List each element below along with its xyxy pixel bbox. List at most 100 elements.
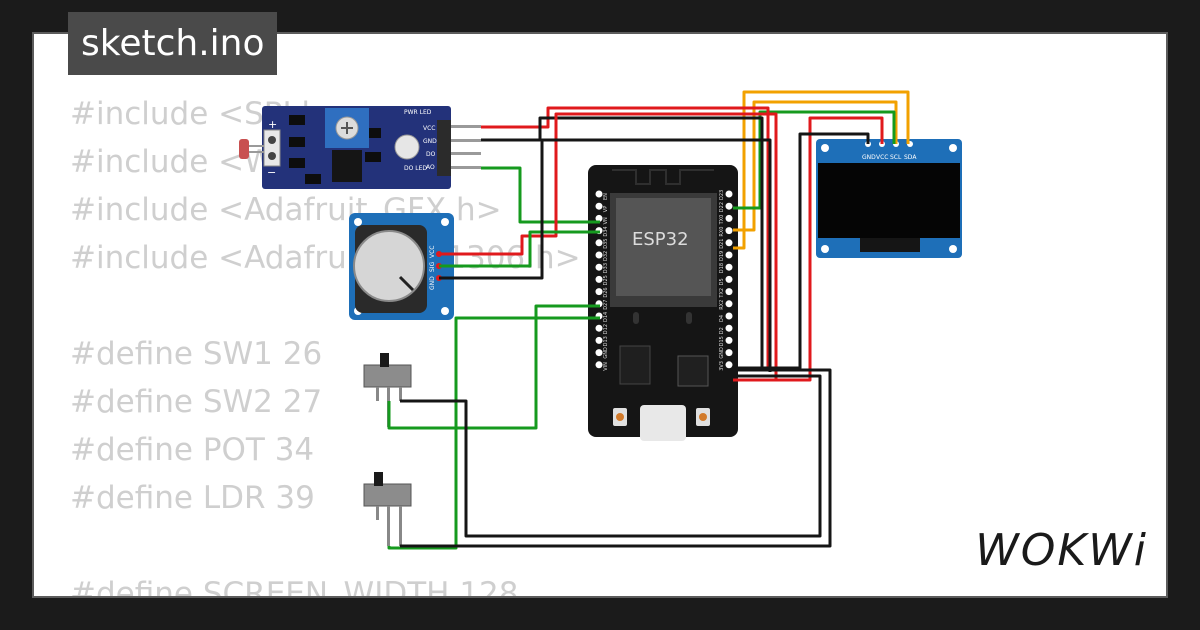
esp32-pin-label: D14: [603, 312, 609, 322]
esp32-pin-label: EN: [603, 193, 609, 200]
esp32-pin-label: D26: [603, 287, 609, 297]
esp32-pin-label: VP: [603, 206, 609, 212]
ldr-module[interactable]: + − PWR LED DO LED VCC GND DO AO: [239, 106, 481, 189]
esp32-pin-right[interactable]: [725, 275, 733, 283]
esp32-pin-label: 3V3: [719, 361, 725, 371]
wire-sw1-sig: [387, 304, 600, 430]
wire-ldr-ao: [481, 166, 600, 224]
esp32-pin-right[interactable]: [725, 239, 733, 247]
esp32-pin-label: TX2: [719, 288, 725, 299]
esp32-label: ESP32: [632, 229, 689, 250]
esp32-pin-label: D34: [603, 226, 609, 236]
esp32-pin-label: RX2: [719, 300, 725, 310]
esp32-pin-left[interactable]: [595, 202, 603, 210]
esp32-right-header: D23D22TX0RX0D21D19D18D5TX2RX2D4D2D15GND3…: [719, 190, 733, 371]
code-background: #include <SPI.h>#include <Wire.h>#includ…: [70, 90, 581, 598]
esp32-pin-label: D32: [603, 251, 609, 261]
esp32-pin-label: D5: [719, 278, 725, 285]
esp32-pin-left[interactable]: [595, 251, 603, 259]
esp32-pin-right[interactable]: [725, 349, 733, 357]
esp32-pin-left[interactable]: [595, 263, 603, 271]
esp32-pin-right[interactable]: [725, 263, 733, 271]
pot-pin-sig: SIG: [429, 261, 436, 272]
esp32-pin-right[interactable]: [725, 202, 733, 210]
photoresistor: [239, 139, 249, 159]
wire-oled-vcc: [733, 116, 884, 382]
esp32-pin-left[interactable]: [595, 214, 603, 222]
code-line: #define SW2 27: [70, 384, 323, 420]
esp32-pin-left[interactable]: [595, 361, 603, 369]
comparator-chip: [332, 150, 362, 182]
esp32-pin-label: D35: [603, 239, 609, 249]
usb-chip: [677, 355, 709, 387]
pot-pin-vcc: VCC: [429, 246, 436, 258]
ldr-terminal: [263, 129, 281, 167]
code-line: #define SCREEN_WIDTH 128: [70, 576, 519, 598]
esp32-pin-label: GND: [719, 347, 725, 359]
esp32-pin-right[interactable]: [725, 312, 733, 320]
pot-knob: [353, 230, 425, 302]
esp32-board[interactable]: ESP32 ENVPVND34D35D32D33D25D26D27D14D12D…: [588, 165, 738, 441]
sketch-title-tab[interactable]: sketch.ino: [68, 12, 278, 75]
esp32-pin-right[interactable]: [725, 214, 733, 222]
pot-pin-gnd: GND: [429, 276, 436, 290]
diagram-frame: #include <SPI.h>#include <Wire.h>#includ…: [32, 32, 1168, 598]
esp32-pin-right[interactable]: [725, 227, 733, 235]
oled-display[interactable]: GND VCC SCL SDA: [816, 139, 962, 258]
esp32-pin-left[interactable]: [595, 324, 603, 332]
esp32-pin-label: GND: [603, 347, 609, 359]
wire-ldr-gnd: [481, 116, 764, 368]
esp32-pin-label: D12: [603, 324, 609, 334]
code-line: #define LDR 39: [70, 480, 315, 516]
wire-sw2-sig: [387, 316, 600, 550]
esp32-pin-label: RX0: [719, 227, 725, 237]
esp32-left-header: ENVPVND34D35D32D33D25D26D27D14D12D13GNDV…: [595, 190, 609, 371]
esp32-pin-label: D23: [719, 190, 725, 200]
esp32-pin-label: D22: [719, 202, 725, 212]
esp32-pin-right[interactable]: [725, 324, 733, 332]
esp32-pin-left[interactable]: [595, 190, 603, 198]
pwr-led: [394, 134, 420, 160]
oled-screen: [818, 163, 960, 238]
esp32-pin-label: D2: [719, 327, 725, 334]
esp32-pin-left[interactable]: [595, 275, 603, 283]
ldr-plus-label: +: [268, 118, 277, 131]
esp32-pin-label: VN: [603, 217, 609, 224]
esp32-pin-right[interactable]: [725, 288, 733, 296]
wires: [387, 90, 910, 550]
oled-pin-sda: SDA: [904, 154, 917, 161]
usb-port: [640, 405, 686, 441]
esp32-pin-right[interactable]: [725, 300, 733, 308]
code-line: #define POT 34: [70, 432, 315, 468]
ldr-pin-ao: AO: [426, 164, 435, 171]
esp32-pin-left[interactable]: [595, 349, 603, 357]
ldr-pin-do: DO: [426, 151, 436, 158]
esp32-pin-label: D4: [719, 315, 725, 322]
esp32-pin-label: D18: [719, 263, 725, 273]
oled-pin-gnd: GND: [862, 154, 876, 161]
wire-sw2-gnd: [400, 368, 832, 548]
esp32-pin-right[interactable]: [725, 251, 733, 259]
wire-pot-vcc: [439, 112, 778, 382]
esp32-pin-right[interactable]: [725, 190, 733, 198]
ldr-pin-vcc: VCC: [423, 125, 435, 132]
esp32-pin-left[interactable]: [595, 288, 603, 296]
do-led-label: DO LED: [404, 165, 427, 172]
esp32-pin-right[interactable]: [725, 336, 733, 344]
slide-switch-2[interactable]: [363, 472, 412, 546]
esp32-pin-label: TX0: [719, 215, 725, 226]
esp32-pin-left[interactable]: [595, 239, 603, 247]
potentiometer[interactable]: GND SIG VCC: [349, 213, 454, 320]
esp32-pin-label: D19: [719, 251, 725, 261]
wire-pot-gnd: [439, 138, 772, 372]
wire-scl-upper: [733, 100, 898, 232]
pwr-led-label: PWR LED: [404, 109, 432, 116]
wire-oled-gnd: [733, 132, 870, 370]
esp32-antenna: [612, 169, 714, 185]
esp32-pin-left[interactable]: [595, 336, 603, 344]
esp32-pin-right[interactable]: [725, 361, 733, 369]
esp32-pin-label: D25: [603, 275, 609, 285]
esp32-pin-label: D13: [603, 336, 609, 346]
oled-pin-scl: SCL: [890, 154, 902, 161]
